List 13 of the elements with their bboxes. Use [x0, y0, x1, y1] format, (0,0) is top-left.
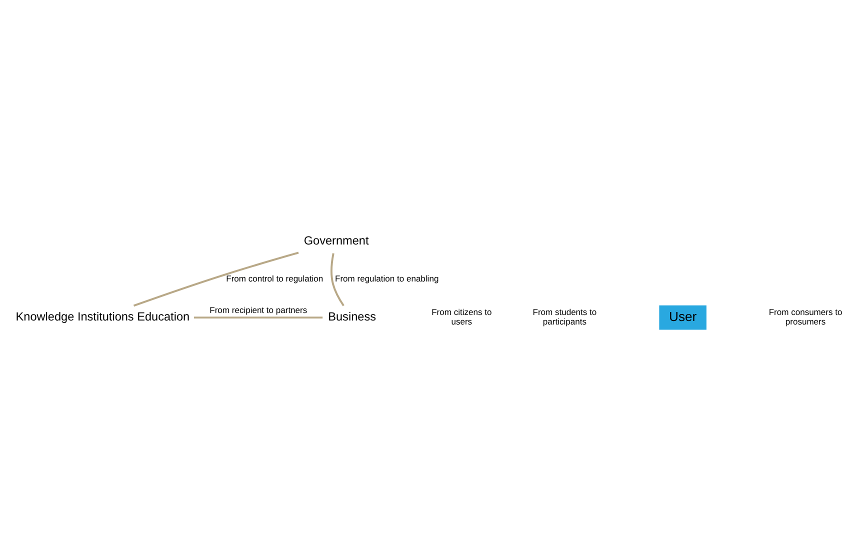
- node-text: Government: [304, 233, 369, 248]
- edge-label: From regulation to enabling: [335, 274, 439, 284]
- label: From students to participants: [532, 307, 597, 326]
- node-box: User: [659, 305, 706, 330]
- label: From citizens to users: [432, 307, 492, 326]
- edge-label: From recipient to partners: [210, 305, 308, 316]
- connector: [133, 252, 299, 307]
- node-text: Knowledge Institutions Education: [16, 309, 190, 324]
- connector: [194, 316, 323, 319]
- edge-label: From control to regulation: [226, 274, 324, 284]
- connector: [330, 253, 344, 306]
- label: From consumers to prosumers: [768, 307, 842, 326]
- node-text: Business: [328, 309, 376, 324]
